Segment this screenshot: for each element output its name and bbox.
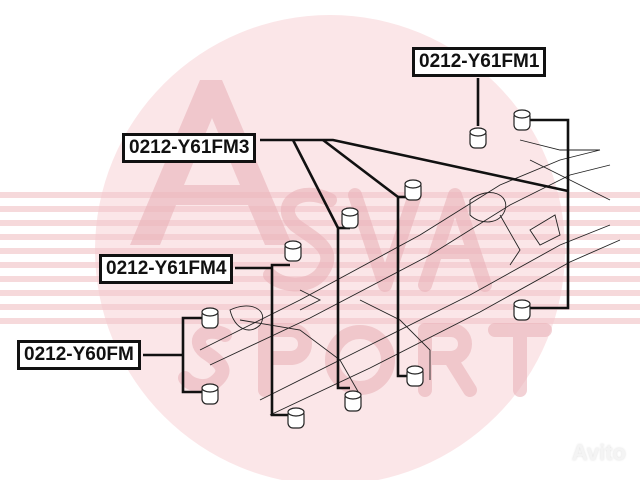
bushing-icon bbox=[341, 207, 359, 229]
callout-0212-y60fm: 0212-Y60FM bbox=[17, 340, 141, 370]
bushing-icon bbox=[344, 390, 362, 412]
bushing-icon bbox=[201, 307, 219, 329]
callout-0212-y61fm4: 0212-Y61FM4 bbox=[99, 254, 234, 284]
avito-watermark: Avito bbox=[571, 440, 626, 465]
bushing-icon bbox=[513, 299, 531, 321]
bushing-icon bbox=[284, 240, 302, 262]
bushing-icon bbox=[404, 179, 422, 201]
callout-0212-y61fm1: 0212-Y61FM1 bbox=[412, 47, 547, 77]
bushing-icon bbox=[406, 365, 424, 387]
callout-0212-y61fm3: 0212-Y61FM3 bbox=[122, 133, 257, 163]
bushing-icon bbox=[513, 109, 531, 131]
bushing-icon bbox=[469, 127, 487, 149]
bushing-icon bbox=[287, 407, 305, 429]
bushing-icon bbox=[201, 383, 219, 405]
